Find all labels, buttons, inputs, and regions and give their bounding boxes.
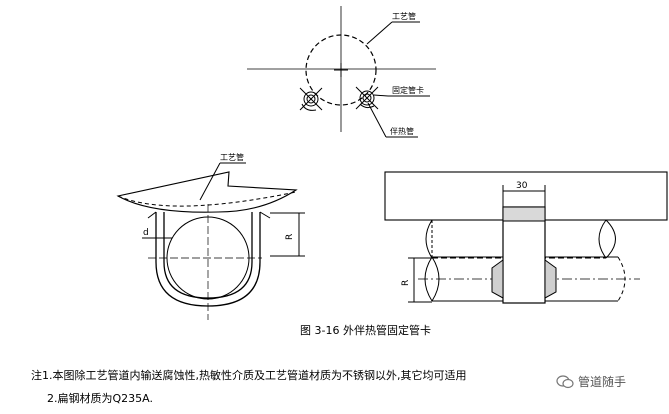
dim-R-right-label: R xyxy=(401,280,411,286)
right-elevation-view xyxy=(384,171,668,304)
u-clamp xyxy=(155,212,261,307)
dim-d-label: d xyxy=(143,228,149,238)
left-section-view xyxy=(116,162,305,320)
label-process-pipe-left: 工艺管 xyxy=(220,152,244,162)
wechat-icon xyxy=(556,374,574,388)
left-tracing-pipe xyxy=(299,87,323,111)
label-fixing-clamp: 固定管卡 xyxy=(392,85,424,95)
dim-R-left-label: R xyxy=(285,234,295,240)
process-pipe-circle xyxy=(305,34,377,106)
clamp-strap xyxy=(502,206,546,304)
top-section-view xyxy=(247,6,436,138)
dim-30-label: 30 xyxy=(516,181,528,191)
watermark: 管道随手 xyxy=(556,373,626,390)
label-tracing-pipe: 伴热管 xyxy=(390,126,414,136)
label-process-pipe-top: 工艺管 xyxy=(392,11,416,21)
note-1: 注1.本图除工艺管道内输送腐蚀性,热敏性介质及工艺管道材质为不锈钢以外,其它均可… xyxy=(31,369,467,382)
note-2: 2.扁钢材质为Q235A. xyxy=(47,392,153,405)
right-tracing-pipe xyxy=(355,86,379,110)
watermark-text: 管道随手 xyxy=(578,375,627,389)
figure-caption: 图 3-16 外伴热管固定管卡 xyxy=(300,324,431,337)
